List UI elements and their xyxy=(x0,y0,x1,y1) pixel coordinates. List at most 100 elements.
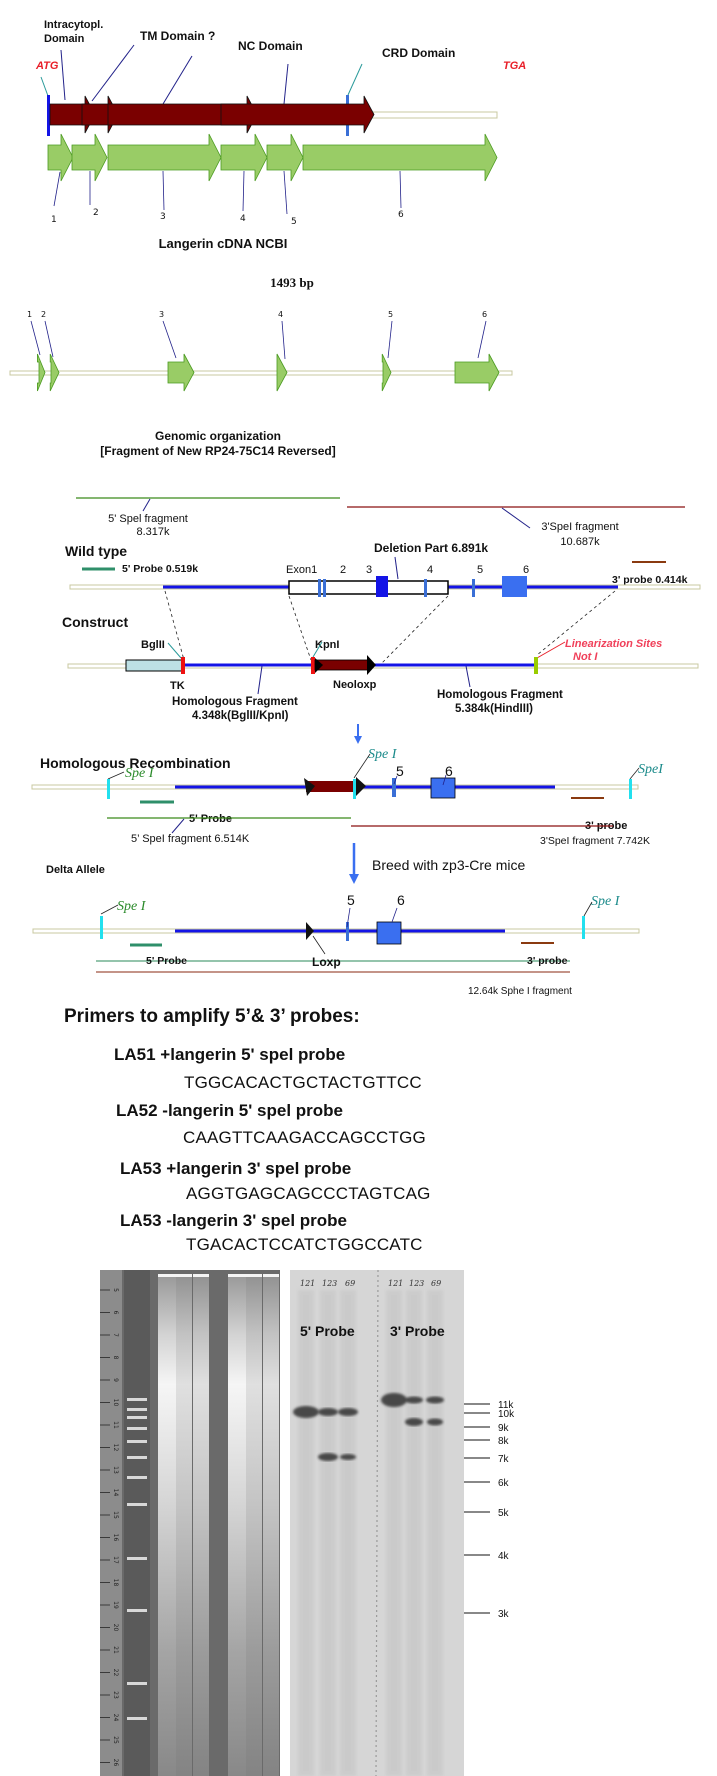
primer-3-name: LA53 +langerin 3' spel probe xyxy=(120,1159,352,1178)
size-marker-label: 11k xyxy=(498,1400,514,1411)
genomic-backbone xyxy=(9,370,513,376)
recomb-5-probe-label: 5' Probe xyxy=(189,813,232,825)
gel-ruler-label: 20 xyxy=(112,1624,119,1632)
delta-spe-left-site xyxy=(100,916,103,939)
wt-exon-4 xyxy=(424,579,427,597)
gel-ruler-label: 15 xyxy=(112,1511,119,1519)
recomb-spe-right-leader xyxy=(629,767,640,780)
tm-domain-label: TM Domain ? xyxy=(140,29,215,43)
kpni-site xyxy=(311,657,315,674)
atg-marker xyxy=(47,95,50,136)
cdna-length-label: 1493 bp xyxy=(270,275,314,290)
blot-lane-id: 123 xyxy=(409,1279,424,1288)
cdna-exon-arrows xyxy=(47,133,498,182)
delta-loxp-icon xyxy=(306,922,314,940)
genomic-exon-1 xyxy=(37,353,46,392)
blot-lane-streak xyxy=(340,1290,356,1776)
genomic-exon-leader-3 xyxy=(162,320,177,359)
blot-lane-streak xyxy=(298,1290,314,1776)
genomic-exon-number-6: 6 xyxy=(482,310,487,319)
blot-band xyxy=(293,1406,319,1418)
genomic-subtitle: [Fragment of New RP24-75C14 Reversed] xyxy=(100,444,335,458)
size-marker-label: 9k xyxy=(498,1423,510,1434)
genomic-exon-4 xyxy=(276,353,288,392)
cdna-exon-arrow-4 xyxy=(220,133,268,182)
cdna-exon-arrow-1 xyxy=(47,133,74,182)
cdna-exon-number-4: 4 xyxy=(240,214,246,224)
gel-ruler-label: 19 xyxy=(112,1601,119,1609)
delta-3-probe-label: 3' probe xyxy=(527,955,568,967)
genomic-exon-5 xyxy=(381,353,392,392)
gel-ruler-label: 23 xyxy=(112,1691,119,1699)
primer-4-name: LA53 -langerin 3' spel probe xyxy=(120,1211,347,1230)
genomic-exon-number-2: 2 xyxy=(41,310,46,319)
size-marker-label: 8k xyxy=(498,1436,510,1447)
homologous-recombination-allele: Homologous Recombination Spe I Spe I Spe… xyxy=(31,747,664,884)
tga-leader xyxy=(347,63,363,96)
cdna-exon-number-5: 5 xyxy=(291,217,297,227)
crd-domain-label: CRD Domain xyxy=(382,46,455,60)
atg-label: ATG xyxy=(35,60,59,72)
wt-5-fragment-size: 8.317k xyxy=(136,526,170,538)
intracytopl-domain-label-2: Domain xyxy=(44,33,85,45)
gel-ruler-label: 25 xyxy=(112,1736,119,1744)
gel-ladder-band xyxy=(127,1717,147,1720)
wt-exon-6-label: 6 xyxy=(523,564,529,576)
wt-3-probe-label: 3' probe 0.414k xyxy=(612,574,688,586)
blot-lane-id: 69 xyxy=(345,1279,355,1288)
genomic-exon-leader-1 xyxy=(30,320,41,356)
recomb-spe-mid-leader xyxy=(353,753,371,779)
cdna-title: Langerin cDNA NCBI xyxy=(159,236,288,251)
kpni-label: KpnI xyxy=(315,639,339,651)
delta-exon-5-label: 5 xyxy=(347,892,355,908)
gel-ladder-band xyxy=(127,1476,147,1479)
blot-band xyxy=(318,1453,338,1461)
tga-label: TGA xyxy=(503,60,526,72)
blot-lane-streak xyxy=(427,1290,443,1776)
wt-3-fragment-size: 10.687k xyxy=(560,536,600,548)
delta-exon-6 xyxy=(376,921,402,945)
hom-frag2-label: Homologous Fragment xyxy=(437,689,563,701)
recomb-3-fragment-label: 3'SpeI fragment 7.742K xyxy=(540,835,650,847)
blot-band xyxy=(381,1393,407,1407)
gel-ruler-label: 5 xyxy=(112,1288,119,1292)
wt-exon-5-label: 5 xyxy=(477,564,483,576)
gel-sample-lanes xyxy=(158,1274,279,1776)
gel-ruler-label: 24 xyxy=(112,1714,119,1722)
cdna-exon-arrow-2 xyxy=(71,133,108,182)
gel-ladder-band xyxy=(127,1427,147,1430)
cdna-exon-arrow-6 xyxy=(302,133,498,182)
recomb-loxp-right-icon xyxy=(356,777,366,796)
gel-sample-lane-2 xyxy=(176,1274,192,1776)
size-marker-label: 4k xyxy=(498,1551,510,1562)
delta-exon-5 xyxy=(346,922,349,941)
genomic-exon-number-4: 4 xyxy=(278,310,283,319)
gel-sample-lane-3 xyxy=(193,1274,209,1776)
gel-sample-lane-5 xyxy=(246,1274,262,1776)
nc-domain-label: NC Domain xyxy=(238,39,303,53)
genomic-exon-number-1: 1 xyxy=(27,310,32,319)
gel-ruler-label: 22 xyxy=(112,1669,119,1677)
blot-band xyxy=(426,1396,444,1404)
blot-lane-streak xyxy=(386,1290,402,1776)
gel-well-2 xyxy=(176,1274,192,1277)
delta-5-probe-label: 5' Probe xyxy=(146,955,187,967)
cdna-map: Intracytopl. Domain TM Domain ? NC Domai… xyxy=(35,19,526,251)
gel-ruler-label: 14 xyxy=(112,1489,119,1497)
blot-lane-id: 69 xyxy=(431,1279,441,1288)
blot-lane-id: 121 xyxy=(300,1279,315,1288)
gel-ruler-label: 10 xyxy=(112,1399,119,1407)
cdna-exon-number-3: 3 xyxy=(160,212,166,222)
tk-cassette xyxy=(125,659,183,672)
recomb-exon-6-leader xyxy=(442,774,447,786)
delta-spe-right-label: Spe I xyxy=(591,894,621,909)
construct: Construct BglII KpnI Linearization Sites… xyxy=(62,614,699,744)
bglii-site xyxy=(181,657,185,674)
wt-exon-4-label: 4 xyxy=(427,564,433,576)
gel-ladder-band xyxy=(127,1682,147,1685)
